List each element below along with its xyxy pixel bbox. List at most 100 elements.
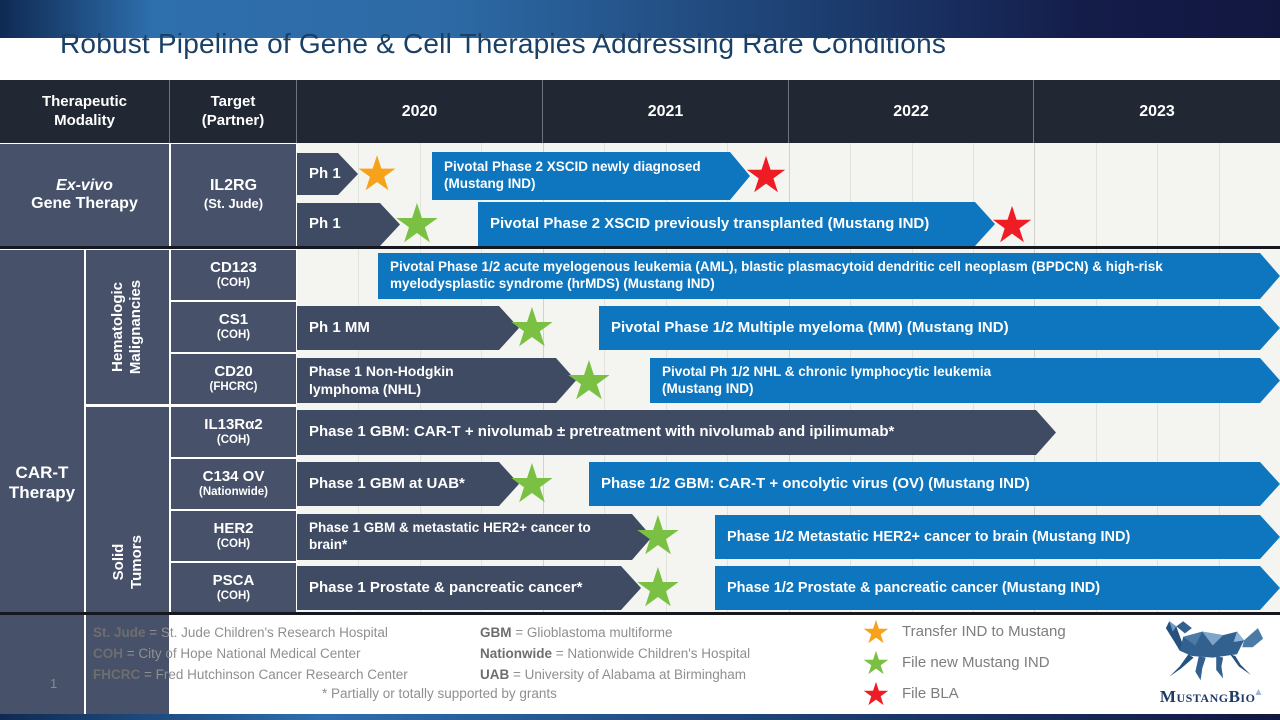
- header-year-2023: 2023: [1139, 102, 1175, 120]
- page-title: Robust Pipeline of Gene & Cell Therapies…: [60, 28, 947, 59]
- legend-item-transfer-ind: ★ Transfer IND to Mustang: [856, 616, 1066, 648]
- abbr-def: = Glioblastoma multiforme: [515, 625, 673, 640]
- bar-il13ra2-ph1-gbm: Phase 1 GBM: CAR-T + nivolumab ± pretrea…: [297, 410, 1056, 455]
- logo-triangle-icon: ▲: [1255, 687, 1263, 696]
- target-name: C134 OV: [202, 467, 265, 485]
- bottom-gradient-bar: [0, 714, 1280, 720]
- target-cell-cs1: CS1 (COH): [171, 302, 296, 352]
- header-target-partner: Target (Partner): [170, 80, 297, 143]
- red-star-icon: ★: [861, 674, 891, 713]
- hematologic-label: Hematologic Malignancies: [109, 279, 145, 375]
- abbr-term: COH: [93, 646, 123, 661]
- grants-footnote: * Partially or totally supported by gran…: [322, 686, 557, 701]
- legend-item-file-bla: ★ File BLA: [856, 674, 1066, 713]
- header-therapeutic-modality: Therapeutic Modality: [0, 80, 170, 143]
- abbreviation-item: St. Jude = St. Jude Children's Research …: [93, 622, 408, 643]
- target-partner: (FHCRC): [209, 381, 258, 394]
- abbr-def: = City of Hope National Medical Center: [126, 646, 361, 661]
- file-bla-star-icon: ★: [743, 146, 789, 204]
- target-name: CD20: [214, 362, 253, 380]
- car-t-label: CAR-T Therapy: [8, 463, 76, 502]
- bar-cs1-ph1-mm: Ph 1 MM: [297, 306, 519, 350]
- bar-her2-ph1-gbm-metastatic: Phase 1 GBM & metastatic HER2+ cancer to…: [297, 514, 652, 560]
- target-cell-her2: HER2 (COH): [171, 511, 296, 561]
- header-year-2022: 2022: [789, 80, 1034, 143]
- target-name: CS1: [218, 310, 249, 328]
- target-partner: (COH): [216, 434, 251, 447]
- abbreviation-item: GBM = Glioblastoma multiforme: [480, 622, 750, 643]
- bar-psca-ph12-prostate: Phase 1/2 Prostate & pancreatic cancer (…: [715, 566, 1280, 610]
- abbr-term: UAB: [480, 667, 510, 682]
- horse-logo-icon: [1165, 621, 1264, 681]
- bar-cd123-pivotal: Pivotal Phase 1/2 acute myelogenous leuk…: [378, 253, 1280, 299]
- abbreviation-list-left: St. Jude = St. Jude Children's Research …: [93, 622, 408, 685]
- target-name: IL13Rα2: [204, 415, 263, 433]
- section-divider: [0, 246, 1280, 249]
- modality-cell-car-t: CAR-T Therapy: [0, 250, 84, 716]
- star-legend: ★ Transfer IND to Mustang ★ File new Mus…: [856, 616, 1066, 713]
- top-gradient-bar: [0, 0, 1280, 38]
- bar-xscid-newly-diagnosed: Pivotal Phase 2 XSCID newly diagnosed (M…: [432, 152, 750, 200]
- target-partner: (Nationwide): [199, 486, 268, 499]
- abbreviation-item: COH = City of Hope National Medical Cent…: [93, 643, 408, 664]
- abbr-term: St. Jude: [93, 625, 146, 640]
- header-year-2021: 2021: [543, 80, 789, 143]
- legend-item-file-new-ind: ★ File new Mustang IND: [856, 643, 1066, 682]
- file-ind-star-icon: ★: [564, 349, 614, 412]
- target-name: HER2: [213, 519, 254, 537]
- target-cell-il2rg: IL2RG (St. Jude): [171, 144, 296, 246]
- abbr-def: = University of Alabama at Birmingham: [513, 667, 746, 682]
- bar-cd20-ph1-nhl: Phase 1 Non-Hodgkin lymphoma (NHL): [297, 358, 576, 403]
- target-partner: (COH): [216, 277, 251, 290]
- abbreviation-item: FHCRC = Fred Hutchinson Cancer Research …: [93, 664, 408, 685]
- green-star-icon: ★: [861, 643, 891, 682]
- target-partner: (COH): [216, 329, 251, 342]
- file-ind-star-icon: ★: [392, 192, 442, 255]
- target-cell-cd20: CD20 (FHCRC): [171, 354, 296, 404]
- file-ind-star-icon: ★: [507, 296, 557, 359]
- mustang-bio-logo: MustangBio▲: [1146, 616, 1276, 707]
- timeline-body: Ex-vivo Gene Therapy IL2RG (St. Jude) CA…: [0, 143, 1280, 716]
- target-name: IL2RG: [209, 177, 258, 195]
- bar-il2rg-ph1-previously: Ph 1: [297, 203, 400, 246]
- logo-text: MustangBio: [1159, 687, 1256, 706]
- target-partner: (COH): [216, 590, 251, 603]
- target-partner: (COH): [216, 538, 251, 551]
- ex-vivo-label: Ex-vivo: [56, 176, 113, 194]
- file-ind-star-icon: ★: [507, 452, 557, 515]
- group-cell-hematologic: Hematologic Malignancies: [86, 250, 169, 404]
- bar-xscid-previously-transplanted: Pivotal Phase 2 XSCID previously transpl…: [478, 202, 995, 246]
- page-number: 1: [50, 676, 58, 691]
- logo-wordmark: MustangBio▲: [1146, 687, 1276, 707]
- table-header: Therapeutic Modality Target (Partner) 20…: [0, 80, 1280, 143]
- abbr-def: = St. Jude Children's Research Hospital: [149, 625, 388, 640]
- file-ind-star-icon: ★: [633, 504, 683, 567]
- abbr-term: FHCRC: [93, 667, 141, 682]
- transfer-ind-star-icon: ★: [355, 146, 399, 202]
- abbreviation-item: UAB = University of Alabama at Birmingha…: [480, 664, 750, 685]
- bar-c134-ph12-oncolytic-virus: Phase 1/2 GBM: CAR-T + oncolytic virus (…: [589, 462, 1280, 506]
- abbr-term: Nationwide: [480, 646, 553, 661]
- target-cell-psca: PSCA (COH): [171, 563, 296, 613]
- gene-therapy-label: Gene Therapy: [31, 195, 138, 212]
- bar-psca-ph1-prostate: Phase 1 Prostate & pancreatic cancer*: [297, 566, 641, 610]
- legend-label: Transfer IND to Mustang: [902, 623, 1066, 640]
- target-cell-c134ov: C134 OV (Nationwide): [171, 459, 296, 509]
- abbreviation-item: Nationwide = Nationwide Children's Hospi…: [480, 643, 750, 664]
- abbr-def: = Nationwide Children's Hospital: [555, 646, 751, 661]
- abbr-def: = Fred Hutchinson Cancer Research Center: [144, 667, 408, 682]
- target-cell-il13ra2: IL13Rα2 (COH): [171, 407, 296, 457]
- bar-her2-ph12-metastatic: Phase 1/2 Metastatic HER2+ cancer to bra…: [715, 515, 1280, 559]
- solid-tumors-label: Solid Tumors: [109, 534, 145, 589]
- target-partner: (St. Jude): [203, 195, 264, 211]
- legend-label: File new Mustang IND: [902, 654, 1050, 671]
- modality-cell-ex-vivo: Ex-vivo Gene Therapy: [0, 144, 169, 246]
- file-ind-star-icon: ★: [633, 556, 683, 619]
- header-year-2020: 2020: [297, 80, 543, 143]
- bar-cs1-pivotal-mm: Pivotal Phase 1/2 Multiple myeloma (MM) …: [599, 306, 1280, 350]
- target-name: CD123: [210, 258, 257, 276]
- target-cell-cd123: CD123 (COH): [171, 250, 296, 300]
- legend-label: File BLA: [902, 685, 959, 702]
- bar-c134-ph1-gbm-uab: Phase 1 GBM at UAB*: [297, 462, 519, 506]
